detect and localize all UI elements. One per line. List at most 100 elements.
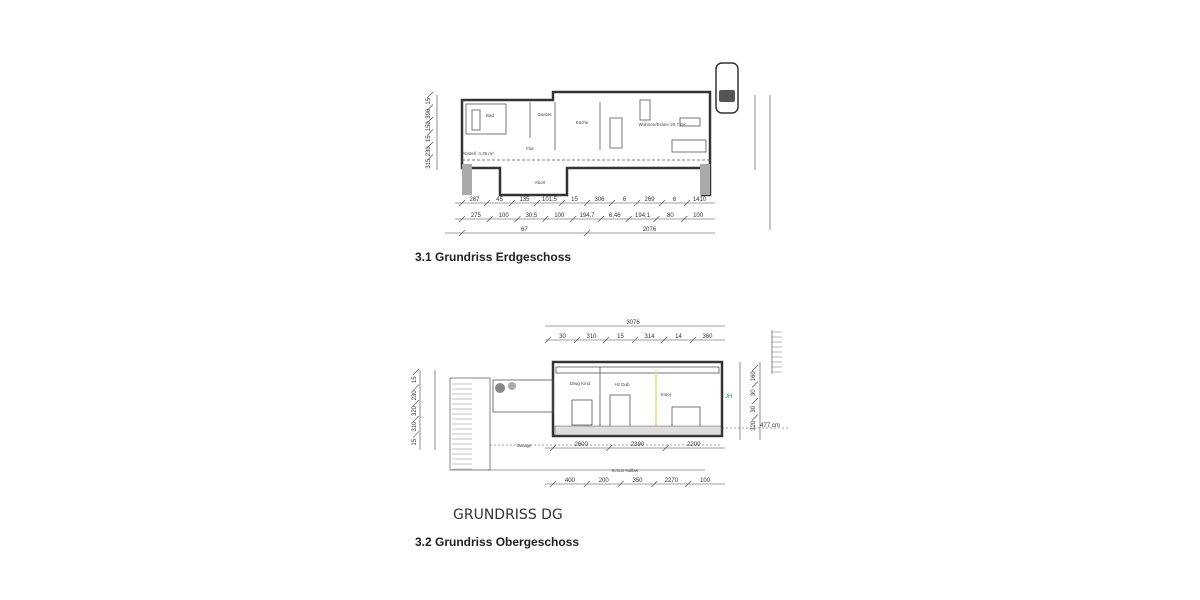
dimension-label: 160 (751, 371, 757, 382)
green-annotation: JH (725, 394, 732, 400)
dimension-label: 15 (426, 97, 432, 104)
dimension-label: 30 (559, 334, 566, 340)
dimension-label: 6,46 (609, 213, 621, 219)
dimension-label: 269 (644, 197, 655, 203)
dimension-tick (625, 215, 632, 223)
room-kueche-dg: Kü(e) (660, 392, 672, 397)
dimension-label: 150 (426, 121, 432, 132)
room-wohnen: Wohnen/Essen 20,7 m² (639, 122, 686, 127)
dimension-label: 200 (599, 478, 610, 484)
dimension-tick (681, 215, 688, 223)
dimension-tick (412, 384, 420, 391)
dimension-label: 320 (412, 405, 418, 416)
dimension-label: 15 (412, 376, 418, 383)
dimension-tick (426, 116, 434, 124)
bathroom-tiles (465, 103, 507, 135)
dimension-tick (544, 336, 552, 344)
dimension-tick (751, 381, 759, 388)
dimension-tick (558, 199, 566, 207)
dimension-label: 135 (519, 197, 530, 203)
dimension-tick (751, 397, 759, 405)
dimension-tick (573, 336, 581, 344)
dimension-label: 360 (702, 334, 713, 340)
label-neighbour: Schuh Nalber (611, 468, 639, 473)
dimension-tick (569, 215, 577, 223)
dimension-label: 267 (469, 197, 480, 203)
dimension-label: 30 (751, 405, 757, 412)
dimension-tick (426, 91, 434, 99)
caption-erdgeschoss: 3.1 Grundriss Erdgeschoss (415, 250, 572, 264)
dimension-tick (658, 199, 666, 207)
dimension-tick (412, 399, 420, 407)
dimension-label: 1410 (693, 197, 707, 203)
dimension-label: 310 (412, 421, 418, 432)
dimension-label: 275 (471, 213, 482, 219)
dimension-label: 320 (751, 420, 757, 431)
dimension-tick (683, 199, 691, 207)
dimension-label: 15 (617, 334, 624, 340)
dimension-tick (412, 415, 420, 423)
dimension-tick (542, 215, 549, 223)
dimension-tick (608, 199, 616, 207)
dimension-tick (662, 444, 669, 452)
dimension-tick (549, 444, 557, 452)
dimension-label: 6 (623, 197, 627, 203)
dimension-label: 2270 (665, 478, 679, 484)
dimension-label: 2600 (574, 442, 588, 448)
dimension-tick (458, 215, 466, 223)
dimension-label: 100 (554, 213, 565, 219)
dimension-label: 306 (594, 197, 605, 203)
dimension-label: 30 (751, 389, 757, 396)
label-garage: Garage (516, 443, 532, 448)
room-kueche: Küche (576, 120, 589, 125)
plan-erdgeschoss: Bad Garder. Küche Wohnen/Essen 20,7 m² A… (426, 62, 771, 237)
dimension-label: 15 (426, 135, 432, 142)
dimension-tick (458, 199, 466, 207)
dimension-tick (508, 199, 516, 207)
dimension-tick (412, 368, 420, 376)
dimension-tick (751, 414, 759, 421)
dimension-label: 230 (412, 390, 418, 401)
dimension-tick (412, 431, 420, 438)
car-icon (715, 62, 739, 114)
dimension-label: 400 (565, 478, 576, 484)
dimension-label: 14 (675, 334, 682, 340)
dimension-tick (583, 480, 591, 488)
dimension-label: 15 (412, 438, 418, 445)
dimension-tick (631, 336, 639, 344)
dimension-tick (426, 141, 434, 149)
dimension-label: 194,7 (579, 213, 595, 219)
dimension-tick (514, 215, 521, 223)
caption-obergeschoss: 3.2 Grundriss Obergeschoss (415, 535, 580, 549)
dimension-label: 100 (700, 478, 711, 484)
dimension-label: 314 (644, 334, 655, 340)
dimension-label: 390 (426, 108, 432, 119)
dimension-label: 2390 (631, 442, 645, 448)
room-abort: Abort (535, 180, 547, 185)
dimension-label: 30,5 (526, 213, 538, 219)
dimension-tick (426, 129, 434, 136)
dimension-tick (483, 199, 491, 207)
height-note: 477 cm (760, 423, 780, 429)
dimension-label: 101,5 (542, 197, 558, 203)
dimension-label: 2076 (643, 227, 657, 233)
dimension-tick (533, 199, 541, 207)
dimension-tick (606, 444, 613, 452)
dimension-tick (684, 480, 692, 488)
dimension-tick (602, 336, 610, 344)
dimension-tick (660, 336, 668, 344)
dimension-label: 100 (499, 213, 510, 219)
dimension-tick (549, 480, 557, 488)
dimension-label: 15 (571, 197, 578, 203)
dimension-label: 80 (667, 213, 674, 219)
dimension-tick (751, 364, 759, 372)
dim-top-total: 3076 (626, 320, 640, 326)
dimension-label: 315 (426, 158, 432, 169)
room-wc: Hz Dub (614, 382, 630, 387)
dimension-label: 67 (521, 227, 528, 233)
dimension-tick (426, 154, 434, 161)
dimension-label: 100 (693, 213, 704, 219)
dimension-tick (426, 104, 434, 111)
